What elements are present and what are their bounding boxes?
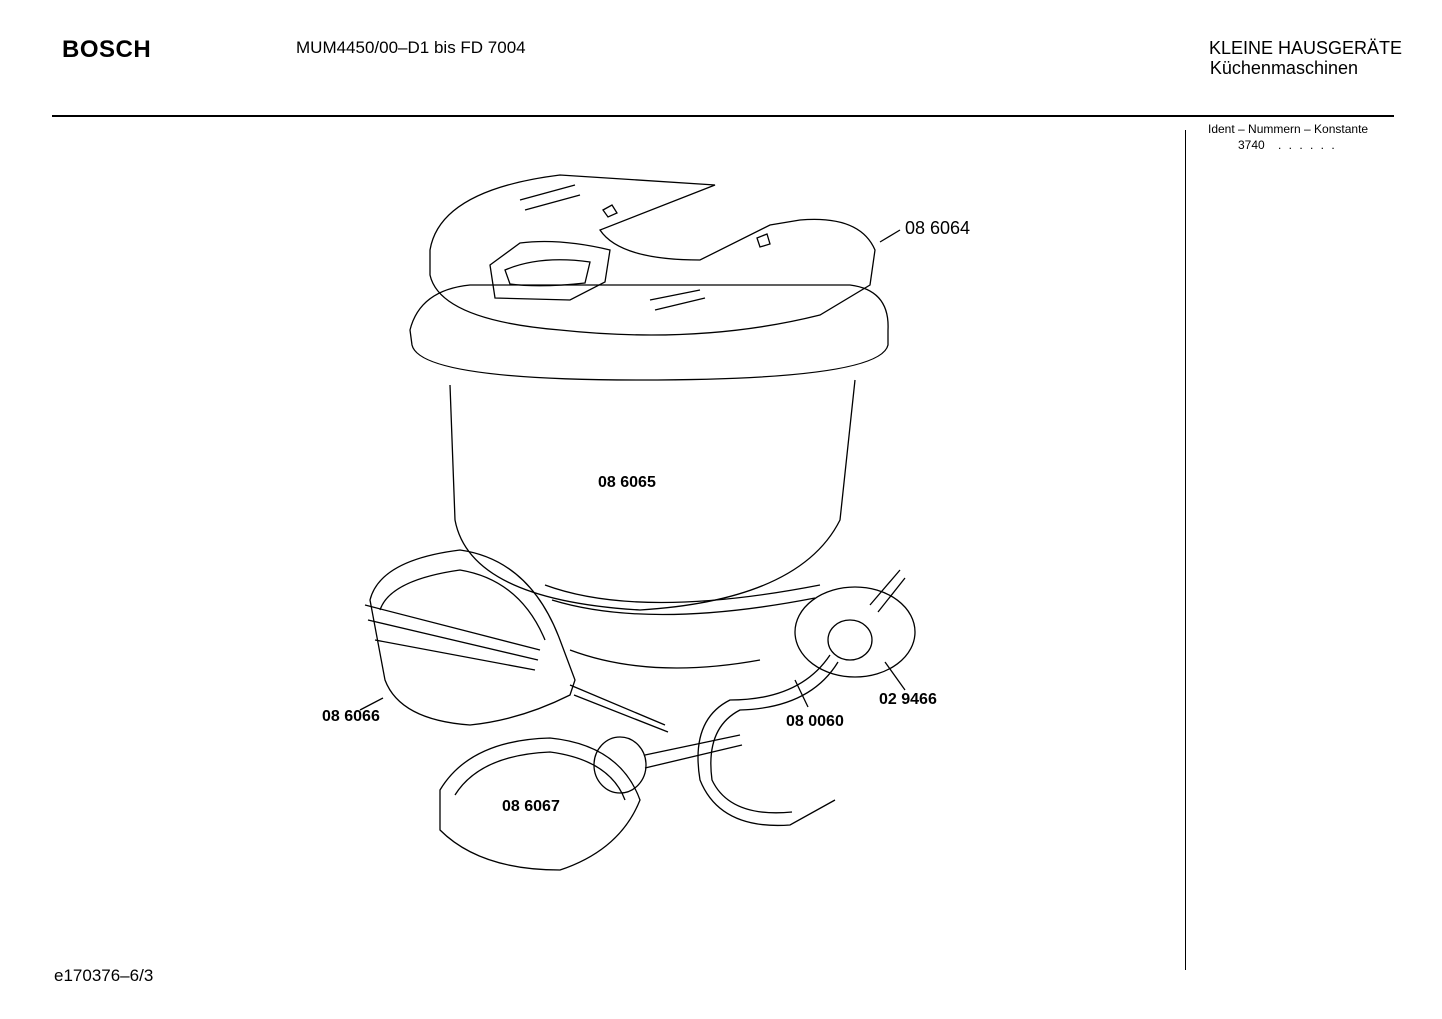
label-disc: 02 9466 [879, 691, 937, 708]
label-bowl: 08 6065 [598, 474, 656, 491]
disc-drawing [697, 569, 916, 827]
ident-dots: . . . . . . [1278, 138, 1337, 152]
ident-title: Ident – Nummern – Konstante [1208, 122, 1369, 136]
brand-logo: BOSCH [62, 36, 152, 63]
header-divider [52, 115, 1394, 117]
sidebar-divider [1185, 130, 1186, 970]
label-mixer: 08 0060 [786, 713, 844, 730]
label-whisk: 08 6066 [322, 708, 380, 725]
ident-code: 3740 [1238, 138, 1265, 152]
category-title: KLEINE HAUSGERÄTE [1208, 38, 1402, 58]
model-range: MUM4450/00–D1 bis FD 7004 [296, 38, 526, 57]
category-subtitle: Küchenmaschinen [1209, 58, 1358, 78]
label-kneader: 08 6067 [502, 798, 560, 815]
whisk-drawing [359, 549, 669, 733]
bowl-drawing [409, 284, 889, 669]
lid-drawing [429, 174, 901, 336]
kneader-drawing [439, 734, 743, 871]
label-lid: 08 6064 [905, 218, 970, 238]
document-id: e170376–6/3 [54, 966, 154, 985]
